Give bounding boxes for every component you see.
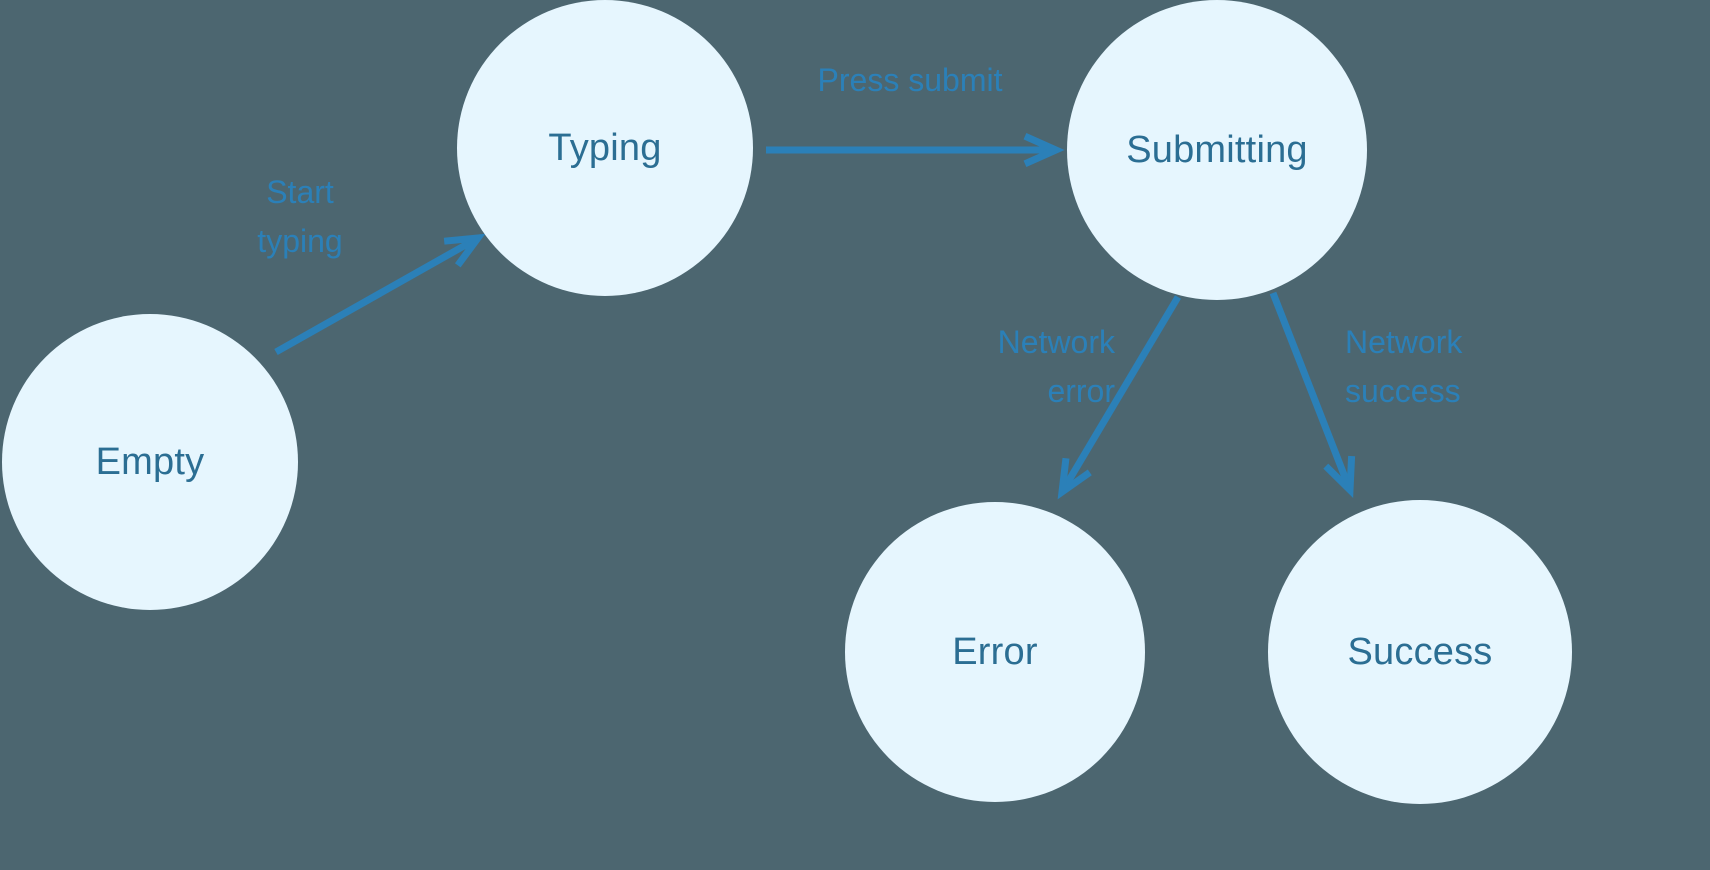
state-node-label: Typing [548,126,662,169]
state-node-label: Empty [95,440,205,483]
state-node-empty[interactable]: Empty [2,314,298,610]
state-node-success[interactable]: Success [1268,500,1572,804]
state-node-label: Submitting [1126,128,1308,171]
edge-label-empty-to-typing: Start typing [257,174,343,259]
state-node-submitting[interactable]: Submitting [1067,0,1367,300]
edge-label-submitting-to-success: Network success [1345,324,1463,409]
state-node-error[interactable]: Error [845,502,1145,802]
state-node-label: Error [952,630,1038,673]
edge-line-submitting-to-success [1269,291,1354,492]
state-node-typing[interactable]: Typing [457,0,753,296]
edge-label-typing-to-submitting: Press submit [817,62,1003,98]
edge-arrowhead-submitting-to-error [1057,457,1092,500]
edge-arrowhead-empty-to-typing [443,233,486,268]
edge-arrowhead-submitting-to-success [1323,455,1356,498]
edge-arrowhead-typing-to-submitting [1023,132,1065,168]
state-node-label: Success [1347,630,1493,673]
edge-label-submitting-to-error: Network error [997,324,1115,409]
